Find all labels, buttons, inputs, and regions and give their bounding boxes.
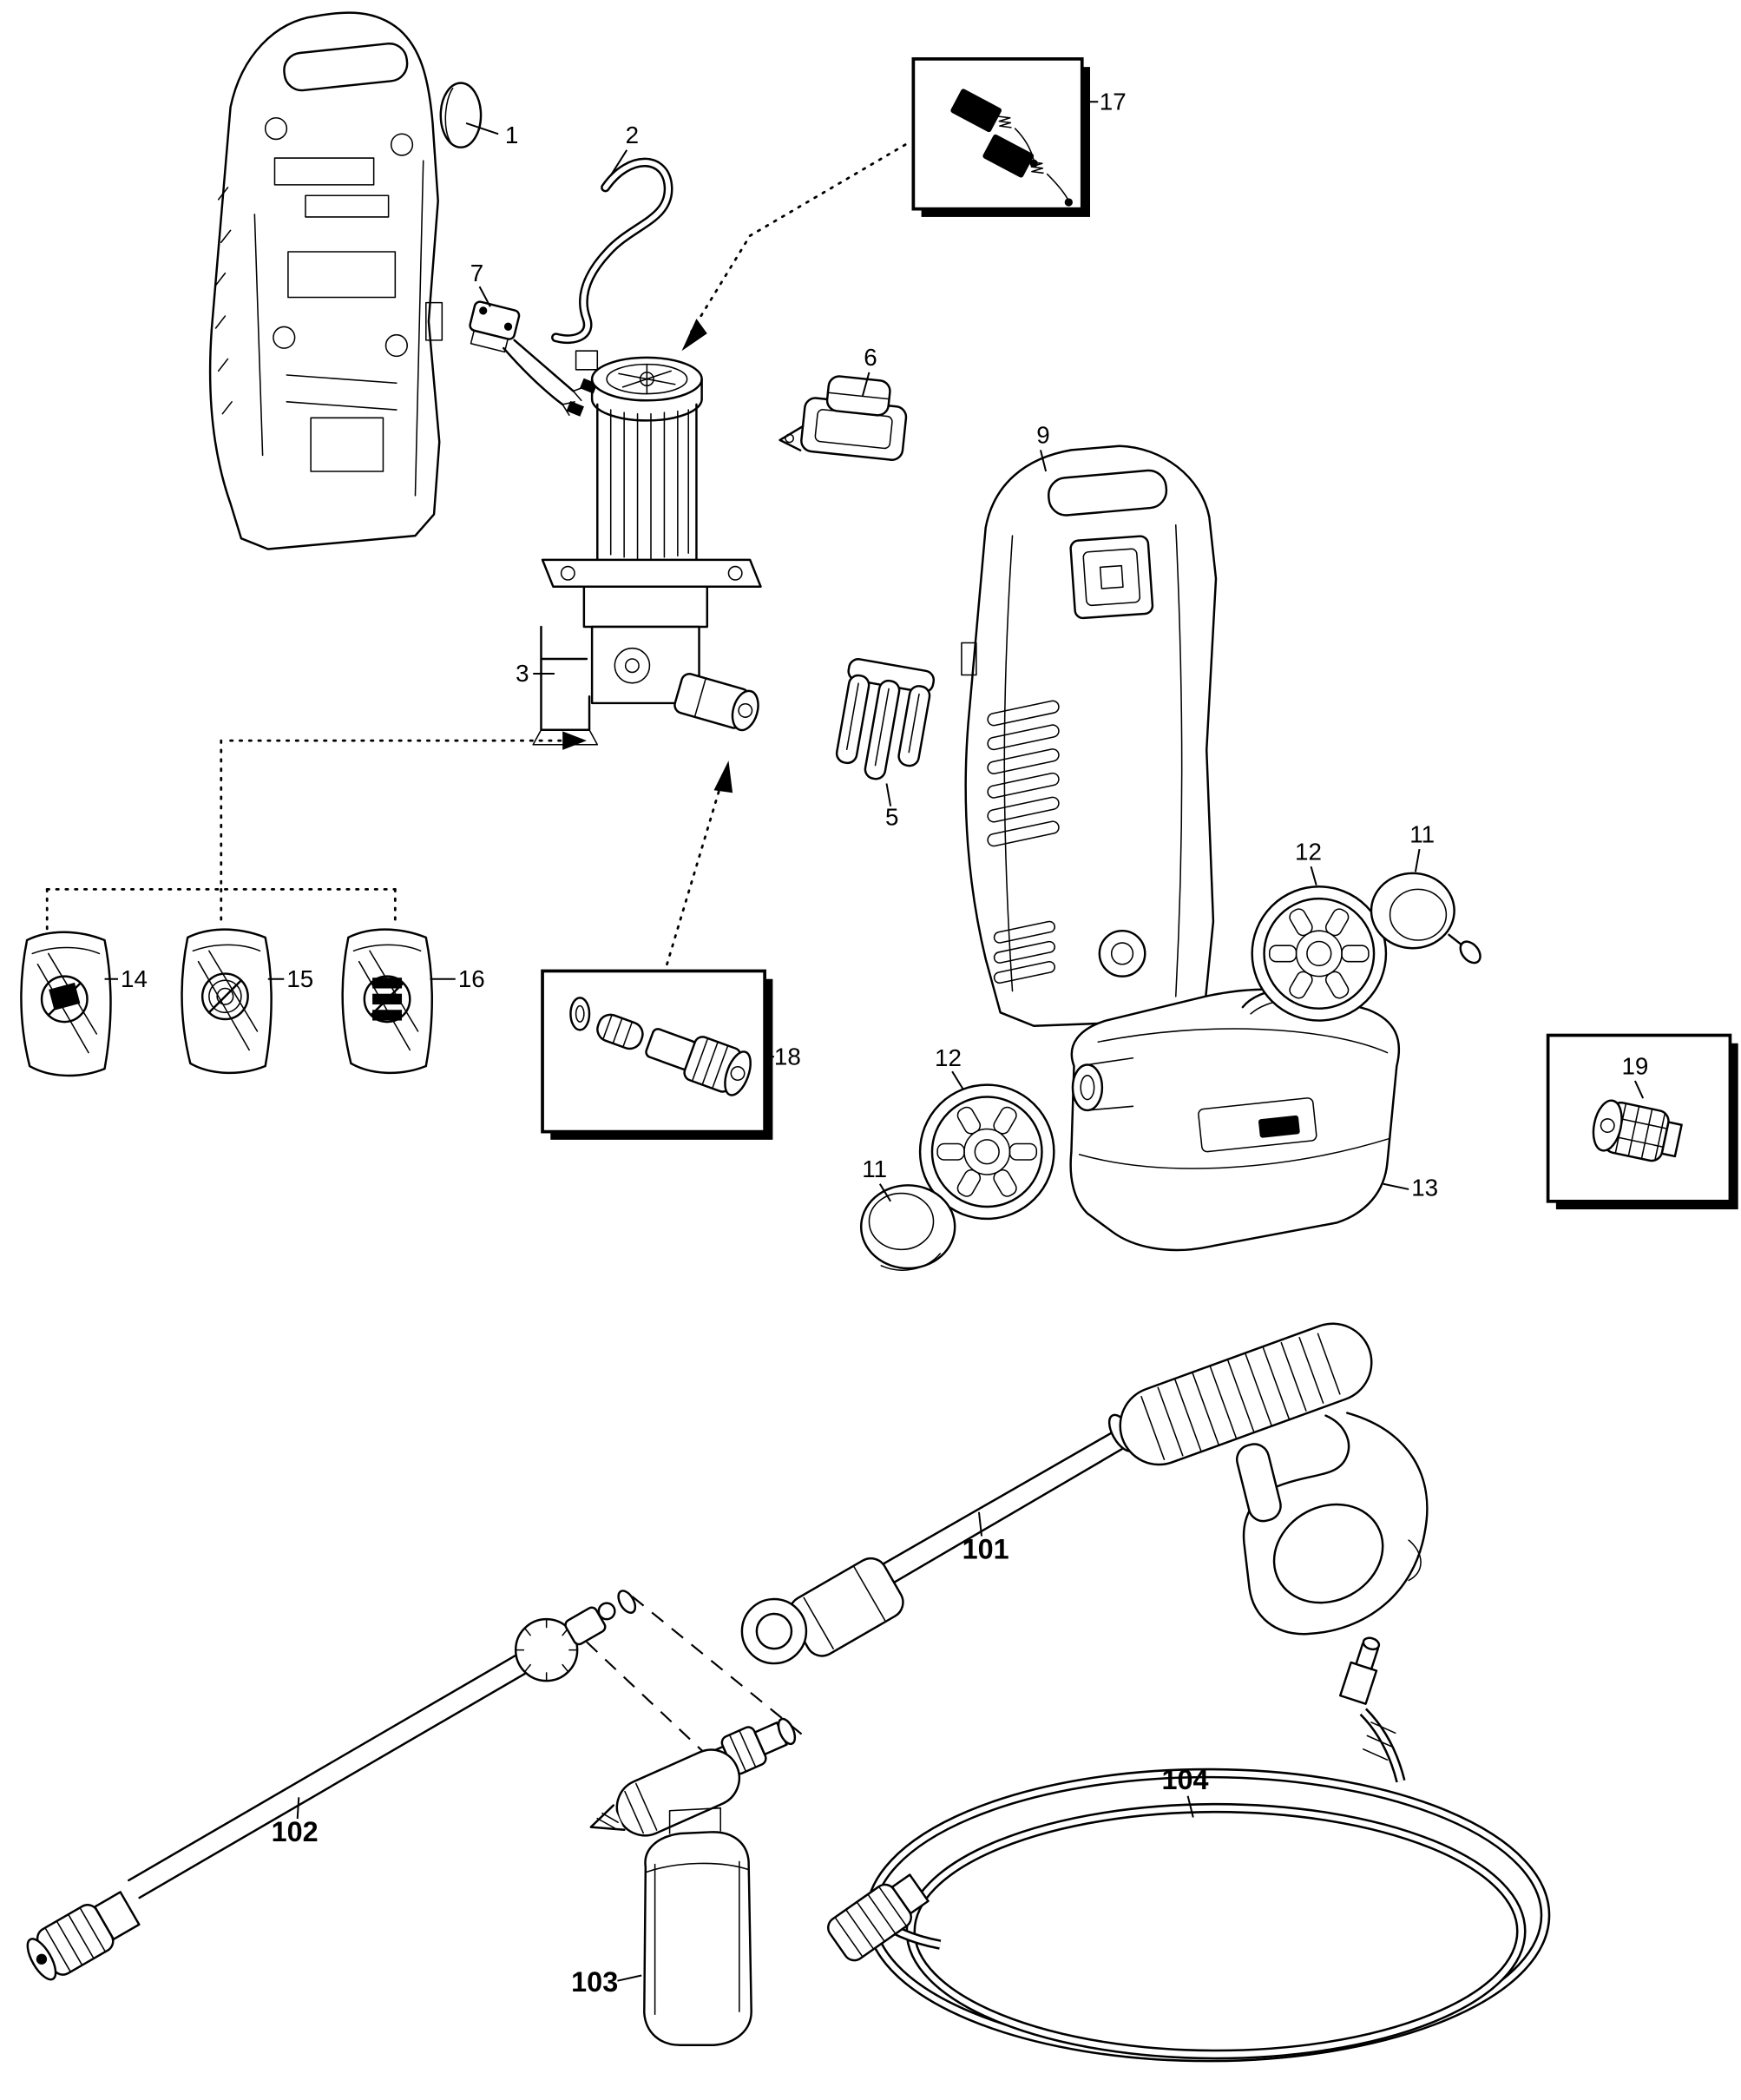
part-104-high-pressure-hose xyxy=(827,1636,1551,2063)
part-102-lance xyxy=(26,1590,637,1981)
part-label-12-right: 12 xyxy=(1295,838,1322,865)
part-15-kit-bag xyxy=(181,928,273,1075)
part-label-12-left: 12 xyxy=(935,1044,962,1071)
part-label-16: 16 xyxy=(458,965,485,992)
part-12-wheel-right xyxy=(1251,885,1388,1022)
part-19-nozzle-box xyxy=(1546,1033,1738,1210)
part-label-18: 18 xyxy=(774,1043,801,1070)
part-label-7: 7 xyxy=(470,260,483,286)
label-leader-lines xyxy=(104,101,1645,1982)
part-13-base xyxy=(1069,986,1401,1252)
part-18-inlet-connector-kit-box xyxy=(541,969,773,1140)
part-16-kit-bag xyxy=(341,928,433,1075)
housing-louvers xyxy=(987,700,1060,984)
part-label-17: 17 xyxy=(1100,89,1127,115)
part-14-kit-bag xyxy=(20,931,112,1077)
assembly-reference-lines xyxy=(45,143,907,1772)
part-label-103: 103 xyxy=(571,1966,618,1998)
part-2-hose xyxy=(551,157,673,345)
part-label-1: 1 xyxy=(505,122,518,148)
part-label-19: 19 xyxy=(1621,1052,1648,1079)
part-label-15: 15 xyxy=(286,965,313,992)
part-6-switch xyxy=(779,375,908,461)
part-label-11-left: 11 xyxy=(862,1155,887,1182)
part-101-spray-gun xyxy=(740,1322,1429,1665)
part-label-104: 104 xyxy=(1162,1764,1209,1795)
part-label-3: 3 xyxy=(516,660,529,687)
part-5-holder-clip xyxy=(835,658,936,780)
part-label-9: 9 xyxy=(1036,422,1049,449)
part-7-cable-clamp xyxy=(469,300,598,417)
part-label-11-right: 11 xyxy=(1409,820,1435,847)
part-number-labels: 1 2 7 17 6 9 3 5 12 11 14 15 16 18 12 11… xyxy=(121,89,1648,1998)
part-17-carbon-brush-kit-box xyxy=(911,57,1091,217)
part-label-5: 5 xyxy=(885,803,898,830)
part-9-front-housing xyxy=(961,444,1218,1027)
part-label-13: 13 xyxy=(1411,1175,1438,1201)
part-3-motor-pump-assembly xyxy=(532,350,762,746)
part-label-14: 14 xyxy=(121,965,148,992)
part-label-102: 102 xyxy=(272,1816,319,1847)
part-1-rear-housing xyxy=(208,11,483,550)
part-label-2: 2 xyxy=(626,122,639,148)
part-103-foam-nozzle xyxy=(589,1717,797,2046)
part-label-101: 101 xyxy=(962,1534,1009,1565)
part-11-hub-cap-right xyxy=(1370,872,1481,964)
part-11-hub-cap-left xyxy=(859,1184,956,1271)
part-label-6: 6 xyxy=(864,344,877,371)
part-12-wheel-left xyxy=(918,1083,1055,1221)
